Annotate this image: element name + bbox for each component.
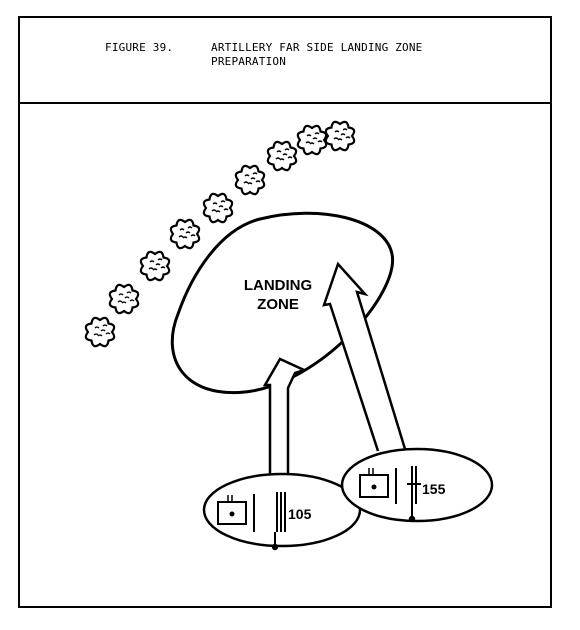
landing-zone-outline — [170, 211, 394, 395]
landing-zone-label-line-1: LANDING — [244, 277, 312, 294]
tree-icon — [324, 120, 356, 152]
figure-title-line-2: PREPARATION — [211, 55, 287, 68]
diagram-area: LANDING ZONE 105 — [20, 104, 550, 608]
tree-icon — [169, 218, 201, 250]
tree-line — [84, 120, 356, 348]
tree-icon — [266, 140, 298, 172]
unit-symbol-155: 155 — [340, 447, 494, 523]
landing-zone-label-line-2: ZONE — [257, 296, 299, 313]
tree-icon — [108, 283, 140, 315]
tree-icon — [234, 164, 266, 196]
figure-caption: FIGURE 39. ARTILLERY FAR SIDE LANDING ZO… — [20, 18, 550, 104]
tree-icon — [84, 316, 116, 348]
figure-number: FIGURE 39. — [105, 41, 174, 54]
fire-arrow-105 — [262, 357, 308, 479]
landing-zone-diagram: LANDING ZONE 105 — [84, 120, 494, 551]
tree-icon — [296, 124, 328, 156]
figure-title-line-1: ARTILLERY FAR SIDE LANDING ZONE — [211, 41, 423, 54]
figure-frame: FIGURE 39. ARTILLERY FAR SIDE LANDING ZO… — [18, 16, 552, 608]
tree-icon — [202, 192, 234, 224]
tree-icon — [139, 250, 171, 282]
fire-arrow-155 — [322, 261, 407, 452]
unit-symbol-105: 105 — [202, 472, 362, 551]
caliber-label-105: 105 — [288, 506, 312, 522]
battery-icon-155 — [359, 474, 389, 498]
caliber-label-155: 155 — [422, 481, 446, 497]
